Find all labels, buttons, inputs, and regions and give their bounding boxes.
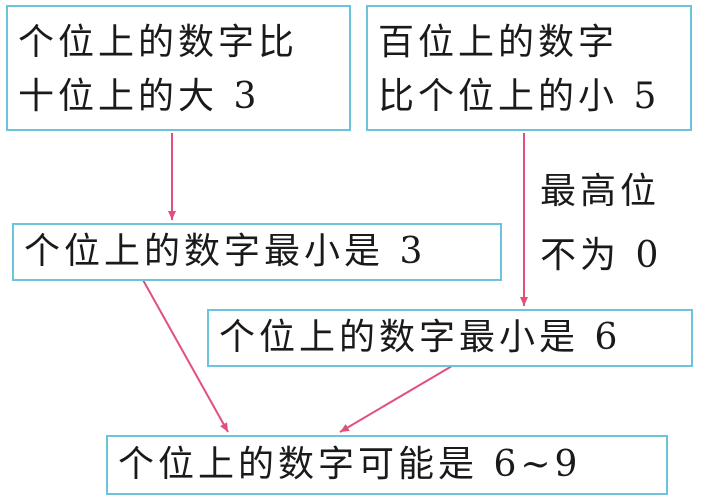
box-units-possible-6-to-9: 个位上的数字可能是 6~9 bbox=[106, 435, 668, 495]
box-text-line: 比个位上的小 5 bbox=[378, 76, 661, 117]
box-text-line: 十位上的大 3 bbox=[18, 76, 261, 117]
box-text-line: 个位上的数字最小是 6 bbox=[219, 317, 622, 358]
box-text-line: 个位上的数字可能是 6~9 bbox=[118, 444, 582, 485]
annotation-highest-digit-line1: 最高位 bbox=[540, 171, 661, 212]
arrow-middle-right-to-bottom bbox=[339, 365, 453, 433]
box-text-line: 个位上的数字比 bbox=[18, 22, 299, 63]
box-hundreds-less-than-units: 百位上的数字 比个位上的小 5 bbox=[366, 5, 692, 131]
box-text-line: 百位上的数字 bbox=[378, 22, 619, 63]
box-text-line: 个位上的数字最小是 3 bbox=[24, 231, 427, 272]
annotation-highest-digit-line2: 不为 0 bbox=[540, 235, 663, 276]
arrow-middle-left-to-bottom bbox=[142, 279, 229, 433]
box-units-greater-than-tens: 个位上的数字比 十位上的大 3 bbox=[6, 5, 351, 131]
box-units-min-6: 个位上的数字最小是 6 bbox=[207, 309, 693, 367]
box-units-min-3: 个位上的数字最小是 3 bbox=[12, 223, 502, 281]
